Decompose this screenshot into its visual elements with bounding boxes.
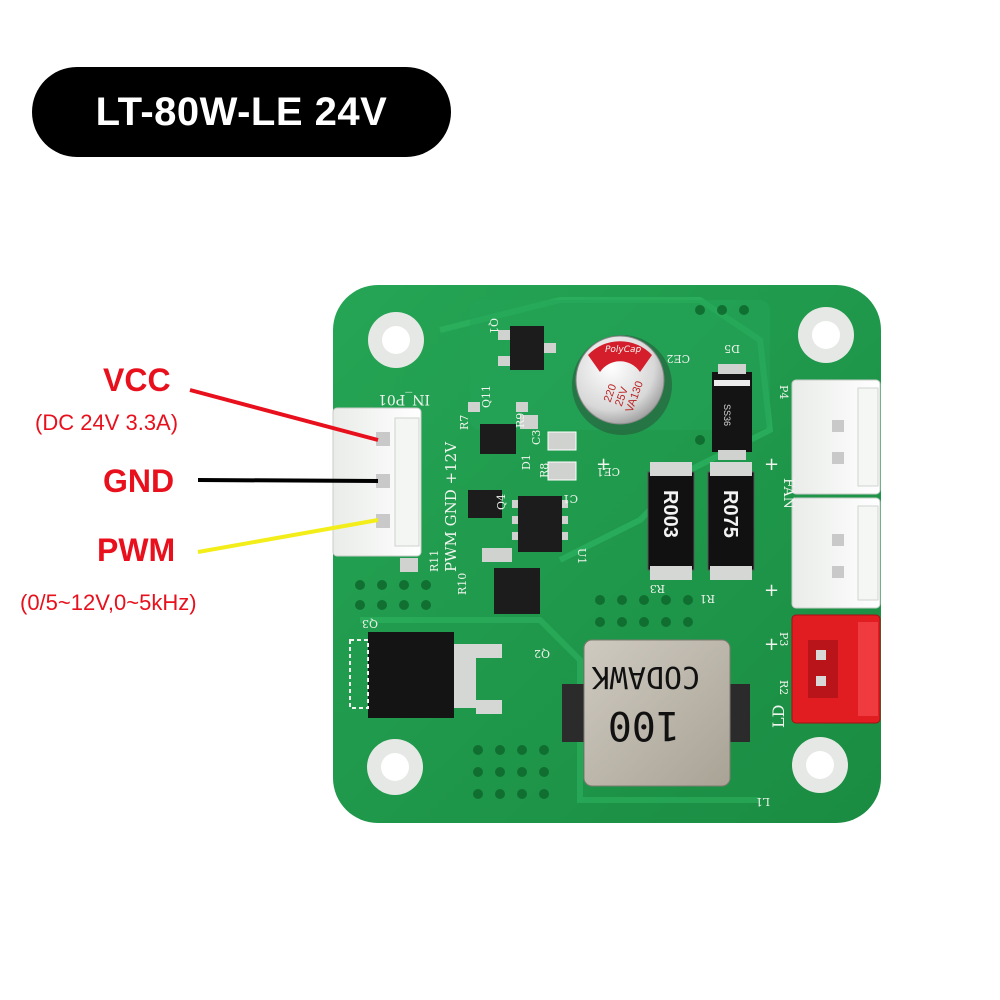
pwm-wire: [197, 518, 379, 554]
via-grid-bottom: [355, 305, 749, 799]
vcc-label: VCC: [103, 362, 171, 398]
cap-brand: PolyCap: [605, 345, 642, 355]
inductor-value: 100: [608, 702, 680, 748]
smd-components: [400, 326, 577, 614]
svg-text:+: +: [764, 580, 779, 601]
fan-connector-bottom: [791, 497, 881, 609]
silk-q11: Q11: [480, 385, 493, 408]
silk-pin-labels: PWM GND +12V: [442, 441, 460, 572]
silk-d5: D5: [724, 342, 740, 355]
silk-fan: FAN: [780, 478, 796, 509]
vcc-wire: [189, 388, 379, 442]
resistor-r075: R075: [707, 462, 755, 580]
silk-c1: C1: [563, 492, 578, 505]
electrolytic-capacitor: PolyCap 220 25V VA130: [572, 335, 672, 435]
ld-connector-red: [791, 614, 881, 724]
title-badge: LT-80W-LE 24V: [32, 67, 451, 157]
mounting-hole-bottom-left: [367, 739, 423, 795]
silk-q4: Q4: [495, 494, 508, 510]
silk-ce2: CE2: [667, 352, 690, 365]
silk-r7: R7: [458, 415, 471, 430]
silk-ld: LD: [769, 705, 788, 728]
svg-text:+: +: [764, 454, 779, 475]
silk-r2: R2: [777, 680, 790, 695]
silk-c3: C3: [530, 430, 543, 445]
diode: SS36: [712, 364, 752, 460]
svg-text:+: +: [764, 634, 779, 655]
title-text: LT-80W-LE 24V: [95, 89, 388, 134]
silk-r1: R1: [700, 592, 715, 605]
silk-q2: Q2: [534, 647, 550, 660]
pwm-label: PWM: [97, 532, 176, 568]
silk-ce1: CE1: [597, 465, 620, 478]
mosfet: [349, 632, 502, 718]
silk-p4: P4: [777, 385, 790, 399]
silk-in-port: IN_P01: [378, 391, 430, 407]
mounting-hole-bottom-right: [792, 737, 848, 793]
silk-r9: R9: [514, 413, 527, 428]
gnd-label: GND: [103, 463, 175, 499]
silk-r10: R10: [456, 573, 469, 595]
inductor: CODAWK 100: [562, 639, 750, 787]
inductor-brand: CODAWK: [592, 659, 700, 694]
silk-u1: U1: [575, 548, 588, 564]
silk-r8: R8: [538, 463, 551, 478]
cap-value: 220: [602, 383, 620, 404]
silk-r11: R11: [428, 550, 441, 572]
resistor-r075-label: R075: [719, 490, 741, 538]
silk-l1: L1: [756, 795, 770, 808]
diode-label: SS36: [722, 404, 732, 426]
silk-q3: Q3: [362, 617, 378, 630]
silk-d1: D1: [520, 454, 533, 470]
pwm-note: (0/5~12V,0~5kHz): [20, 590, 197, 615]
svg-text:+: +: [596, 454, 611, 475]
mounting-hole-top-left: [368, 312, 424, 368]
resistor-r003: R003: [647, 462, 695, 580]
mounting-hole-top-right: [798, 307, 854, 363]
silk-p3: P3: [777, 632, 790, 646]
resistor-r003-label: R003: [659, 490, 681, 538]
fan-connector-top: [791, 379, 881, 495]
gnd-wire: [197, 478, 379, 483]
vcc-note: (DC 24V 3.3A): [35, 410, 179, 435]
silk-r3: R3: [650, 582, 665, 595]
silk-q1: Q1: [487, 318, 500, 334]
